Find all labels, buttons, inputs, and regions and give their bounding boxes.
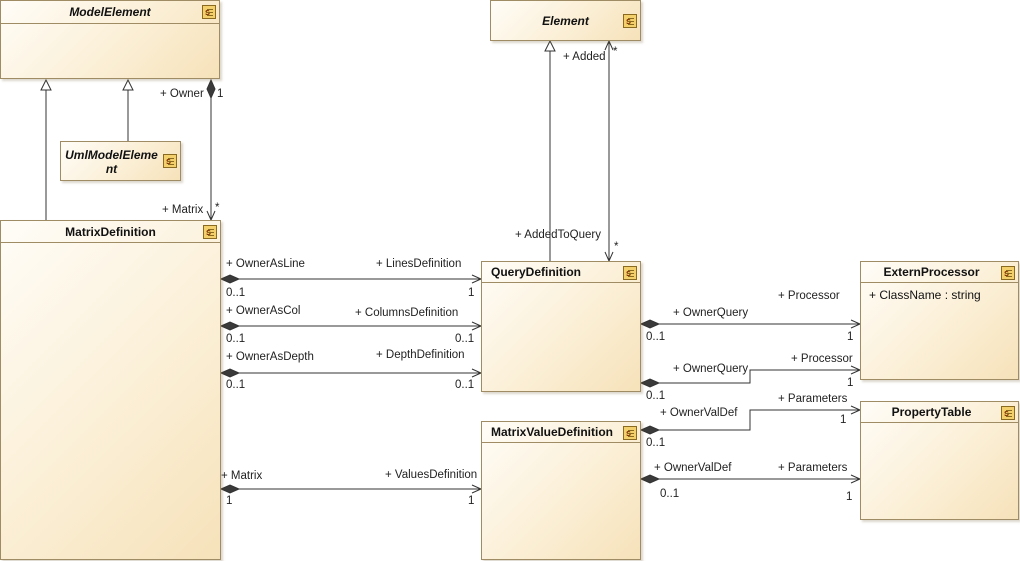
role-matrix-values: + Matrix bbox=[221, 470, 263, 482]
role-lines-definition: + LinesDefinition bbox=[376, 258, 462, 270]
class-name: ModelElement bbox=[1, 1, 219, 24]
mult-owner-valdef: 0..1 bbox=[646, 437, 666, 449]
generalization-querydef-element bbox=[544, 39, 556, 261]
class-name-line2: nt bbox=[105, 161, 118, 176]
role-owner-as-col: + OwnerAsCol bbox=[226, 305, 301, 317]
role-owner: + Owner bbox=[160, 88, 204, 100]
mult-matrix-values: 1 bbox=[226, 495, 233, 507]
association-query-processor bbox=[639, 319, 862, 329]
role-added-to-query: + AddedToQuery bbox=[515, 229, 601, 241]
association-depth bbox=[219, 368, 483, 378]
mult-values-definition: 1 bbox=[468, 495, 475, 507]
class-uml-model-element[interactable]: UmlModelEleme nt s bbox=[60, 141, 181, 181]
mult-matrix: * bbox=[215, 202, 220, 214]
role-owner-valdef: + OwnerValDef bbox=[660, 407, 738, 419]
class-query-definition[interactable]: QueryDefinition s bbox=[481, 261, 641, 392]
stereotype-icon: s bbox=[1001, 406, 1015, 420]
association-columns bbox=[219, 321, 483, 331]
role-parameters-2: + Parameters bbox=[778, 462, 848, 474]
role-values-definition: + ValuesDefinition bbox=[385, 469, 478, 481]
class-name-line1: UmlModelEleme bbox=[65, 147, 158, 162]
mult-parameters: 1 bbox=[840, 414, 847, 426]
class-property-table[interactable]: PropertyTable s bbox=[860, 401, 1019, 520]
association-lines bbox=[219, 274, 483, 284]
stereotype-icon: s bbox=[202, 5, 216, 19]
class-model-element[interactable]: ModelElement s bbox=[0, 0, 220, 79]
mult-owner-query: 0..1 bbox=[646, 331, 666, 343]
role-processor: + Processor bbox=[778, 290, 840, 302]
mult-processor-2: 1 bbox=[847, 377, 854, 389]
class-name: MatrixValueDefinition bbox=[482, 422, 640, 443]
role-owner-as-line: + OwnerAsLine bbox=[226, 258, 305, 270]
association-value-parameters bbox=[639, 474, 862, 484]
class-name: ExternProcessor bbox=[861, 262, 1018, 283]
association-values bbox=[219, 484, 483, 494]
class-name: PropertyTable bbox=[861, 402, 1018, 423]
mult-owner-query-2: 0..1 bbox=[646, 390, 666, 402]
attribute-classname: + ClassName : string bbox=[869, 288, 981, 302]
mult-lines-definition: 1 bbox=[468, 287, 475, 299]
role-owner-query: + OwnerQuery bbox=[673, 307, 749, 319]
role-processor-2: + Processor bbox=[791, 353, 853, 365]
stereotype-icon: s bbox=[623, 426, 637, 440]
mult-added-to-query: * bbox=[614, 241, 619, 253]
stereotype-icon: s bbox=[623, 266, 637, 280]
mult-owner: 1 bbox=[217, 88, 224, 100]
role-parameters: + Parameters bbox=[778, 393, 848, 405]
mult-added: * bbox=[613, 46, 618, 58]
association-query-processor-2 bbox=[639, 365, 862, 388]
role-matrix: + Matrix bbox=[162, 204, 204, 216]
mult-owner-valdef-2: 0..1 bbox=[660, 488, 680, 500]
role-columns-definition: + ColumnsDefinition bbox=[355, 307, 459, 319]
class-name-wrap: UmlModelEleme nt bbox=[61, 142, 180, 181]
class-matrix-value-definition[interactable]: MatrixValueDefinition s bbox=[481, 421, 641, 560]
mult-columns-definition: 0..1 bbox=[455, 333, 475, 345]
stereotype-icon: s bbox=[1001, 266, 1015, 280]
role-owner-valdef-2: + OwnerValDef bbox=[654, 462, 732, 474]
mult-owner-as-depth: 0..1 bbox=[226, 379, 246, 391]
mult-owner-as-line: 0..1 bbox=[226, 287, 246, 299]
role-owner-query-2: + OwnerQuery bbox=[673, 363, 749, 375]
class-name: MatrixDefinition bbox=[1, 221, 220, 243]
stereotype-icon: s bbox=[203, 225, 217, 239]
role-added: + Added bbox=[563, 51, 606, 63]
class-element[interactable]: Element s bbox=[490, 0, 641, 41]
class-name: QueryDefinition bbox=[482, 262, 640, 283]
association-added bbox=[604, 39, 614, 263]
stereotype-icon: s bbox=[623, 14, 637, 28]
class-name: Element bbox=[542, 14, 589, 28]
role-owner-as-depth: + OwnerAsDepth bbox=[226, 351, 314, 363]
mult-processor: 1 bbox=[847, 331, 854, 343]
mult-parameters-2: 1 bbox=[846, 491, 853, 503]
stereotype-icon: s bbox=[163, 154, 177, 168]
generalization-matrixdef-modelelement bbox=[40, 78, 52, 220]
mult-depth-definition: 0..1 bbox=[455, 379, 475, 391]
association-owner-matrix bbox=[206, 78, 216, 222]
class-extern-processor[interactable]: ExternProcessor s + ClassName : string bbox=[860, 261, 1019, 380]
association-query-parameters bbox=[639, 405, 862, 435]
class-matrix-definition[interactable]: MatrixDefinition s bbox=[0, 220, 221, 560]
role-depth-definition: + DepthDefinition bbox=[376, 349, 465, 361]
mult-owner-as-col: 0..1 bbox=[226, 333, 246, 345]
generalization-umlmodelelement-modelelement bbox=[122, 78, 134, 141]
